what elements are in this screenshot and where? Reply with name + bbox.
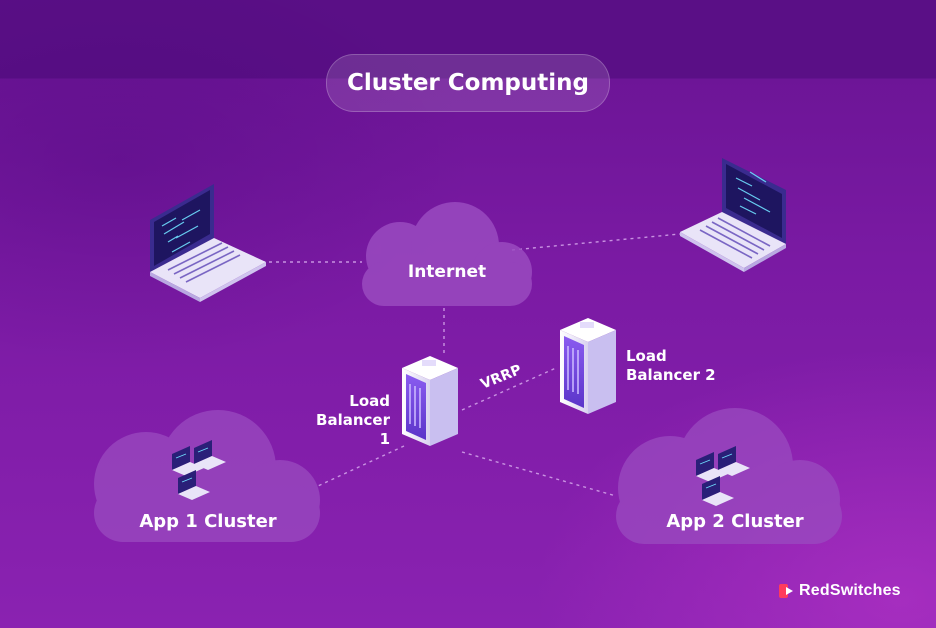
connection-lines [262, 233, 681, 497]
load-balancer-1-icon [402, 356, 458, 446]
load-balancer-1-label: Load Balancer 1 [306, 392, 390, 449]
load-balancer-2-label-line2: Balancer 2 [626, 366, 716, 384]
redswitches-logo-icon [779, 584, 793, 598]
line-lb1-app2 [461, 451, 617, 497]
load-balancer-2-label-line1: Load [626, 347, 667, 365]
line-lb1-app1 [317, 445, 405, 487]
diagram-title: Cluster Computing [326, 54, 610, 112]
load-balancer-1-label-line2: Balancer 1 [316, 411, 390, 448]
laptop-left-icon [150, 184, 266, 302]
app2-cluster-label: App 2 Cluster [666, 511, 804, 532]
app1-computers-icon [172, 440, 226, 500]
line-vrrp [461, 367, 557, 411]
app1-cluster-label: App 1 Cluster [139, 511, 277, 532]
brand-name: RedSwitches [799, 582, 901, 599]
load-balancer-2-icon [560, 318, 616, 414]
internet-label: Internet [407, 262, 487, 282]
laptop-right-icon [680, 158, 786, 272]
internet-cloud [362, 202, 532, 306]
app2-computers-icon [696, 446, 750, 506]
brand-logo: RedSwitches [778, 582, 901, 600]
line-internet-laptop-right [511, 233, 681, 251]
load-balancer-1-label-line1: Load [349, 392, 390, 410]
load-balancer-2-label: Load Balancer 2 [626, 347, 726, 385]
